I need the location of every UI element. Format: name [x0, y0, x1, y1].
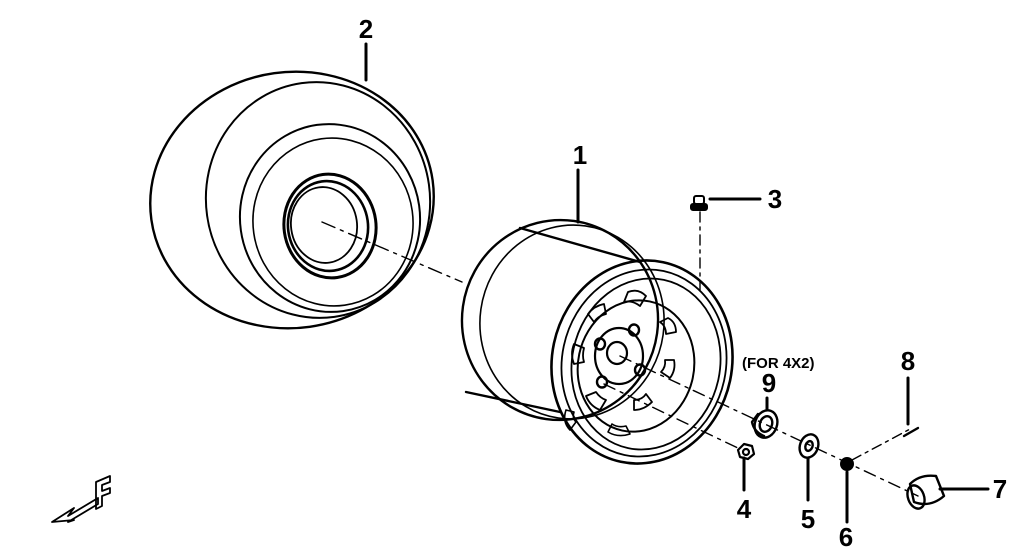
part-label-7: 7: [993, 474, 1007, 504]
cap-drawing: [906, 474, 946, 510]
part-label-6: 6: [839, 522, 853, 551]
tire-axis-line: [321, 221, 463, 283]
hub-axis-line: [619, 355, 919, 497]
cotter-pin-drawing: [902, 426, 920, 438]
axle-nut-drawing: [840, 457, 854, 471]
lug-nut-drawing: [736, 442, 756, 461]
part-label-4: 4: [737, 494, 752, 524]
part-label-8: 8: [901, 346, 915, 376]
wheel-rim-drawing: [460, 218, 734, 465]
part-label-5: 5: [801, 504, 815, 534]
front-direction-arrow-icon: [51, 475, 111, 523]
tire-drawing: [149, 70, 435, 330]
leader-lines: [364, 42, 990, 524]
spacer-drawing: [750, 409, 779, 439]
part-label-9: 9: [762, 368, 776, 398]
washer-drawing: [798, 433, 820, 459]
part-label-2: 2: [359, 14, 373, 44]
valve-stem-drawing: [690, 195, 708, 211]
part-label-1: 1: [573, 140, 587, 170]
cotter-pin-axis-line: [851, 427, 913, 461]
lug-axis-line: [603, 383, 743, 451]
for-4x2-note: (FOR 4X2): [742, 355, 815, 372]
part-label-3: 3: [768, 184, 782, 214]
